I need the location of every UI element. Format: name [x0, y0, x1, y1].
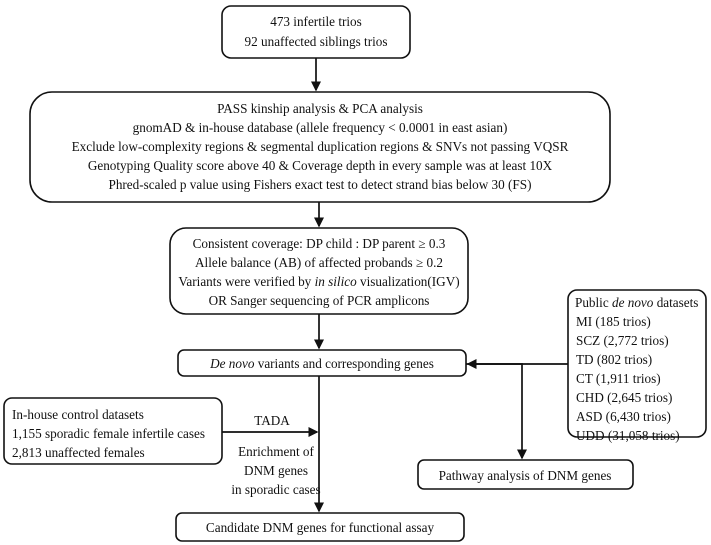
inhouse-line-3: 2,813 unaffected females — [12, 445, 145, 460]
filter-line-1: PASS kinship analysis & PCA analysis — [217, 101, 423, 116]
enrichment-line-1: Enrichment of — [238, 444, 314, 459]
node-validation: Consistent coverage: DP child : DP paren… — [169, 227, 469, 315]
enrichment-line-2: DNM genes — [244, 463, 308, 478]
enrichment-line-3: in sporadic cases — [231, 482, 320, 497]
node-candidate: Candidate DNM genes for functional assay — [175, 512, 465, 542]
node-pathway: Pathway analysis of DNM genes — [417, 459, 634, 490]
node-public-datasets: Public de novo datasets MI (185 trios) S… — [567, 289, 707, 443]
candidate-label: Candidate DNM genes for functional assay — [206, 520, 435, 535]
trios-line-1: 473 infertile trios — [270, 14, 362, 29]
denovo-label: De novo variants and corresponding genes — [209, 356, 434, 371]
trios-line-2: 92 unaffected siblings trios — [245, 34, 388, 49]
node-trios: 473 infertile trios 92 unaffected siblin… — [221, 5, 411, 59]
validation-line-2: Allele balance (AB) of affected probands… — [195, 255, 443, 270]
inhouse-line-1: In-house control datasets — [12, 407, 144, 422]
node-filters: PASS kinship analysis & PCA analysis gno… — [29, 91, 611, 203]
tada-label: TADA — [254, 413, 290, 428]
validation-line-1: Consistent coverage: DP child : DP paren… — [193, 236, 446, 251]
edge-branch-to-pathway — [466, 363, 527, 460]
filter-line-2: gnomAD & in-house database (allele frequ… — [133, 120, 508, 135]
public-item: UDD (31,058 trios) — [576, 428, 680, 443]
validation-line-4: OR Sanger sequencing of PCR amplicons — [209, 293, 430, 308]
public-item: ASD (6,430 trios) — [576, 409, 671, 424]
public-item: TD (802 trios) — [576, 352, 652, 367]
filter-line-3: Exclude low-complexity regions & segment… — [72, 139, 569, 154]
public-item: SCZ (2,772 trios) — [576, 333, 669, 348]
validation-line-3: Variants were verified by in silico visu… — [178, 274, 459, 289]
public-item: CHD (2,645 trios) — [576, 390, 672, 405]
public-title: Public de novo datasets — [575, 295, 698, 310]
pathway-label: Pathway analysis of DNM genes — [439, 468, 612, 483]
public-item: CT (1,911 trios) — [576, 371, 661, 386]
node-inhouse-controls: In-house control datasets 1,155 sporadic… — [3, 397, 223, 465]
node-denovo: De novo variants and corresponding genes — [177, 349, 467, 377]
filter-line-5: Phred-scaled p value using Fishers exact… — [108, 177, 531, 192]
public-item: MI (185 trios) — [576, 314, 651, 329]
filter-line-4: Genotyping Quality score above 40 & Cove… — [88, 158, 553, 173]
inhouse-line-2: 1,155 sporadic female infertile cases — [12, 426, 205, 441]
